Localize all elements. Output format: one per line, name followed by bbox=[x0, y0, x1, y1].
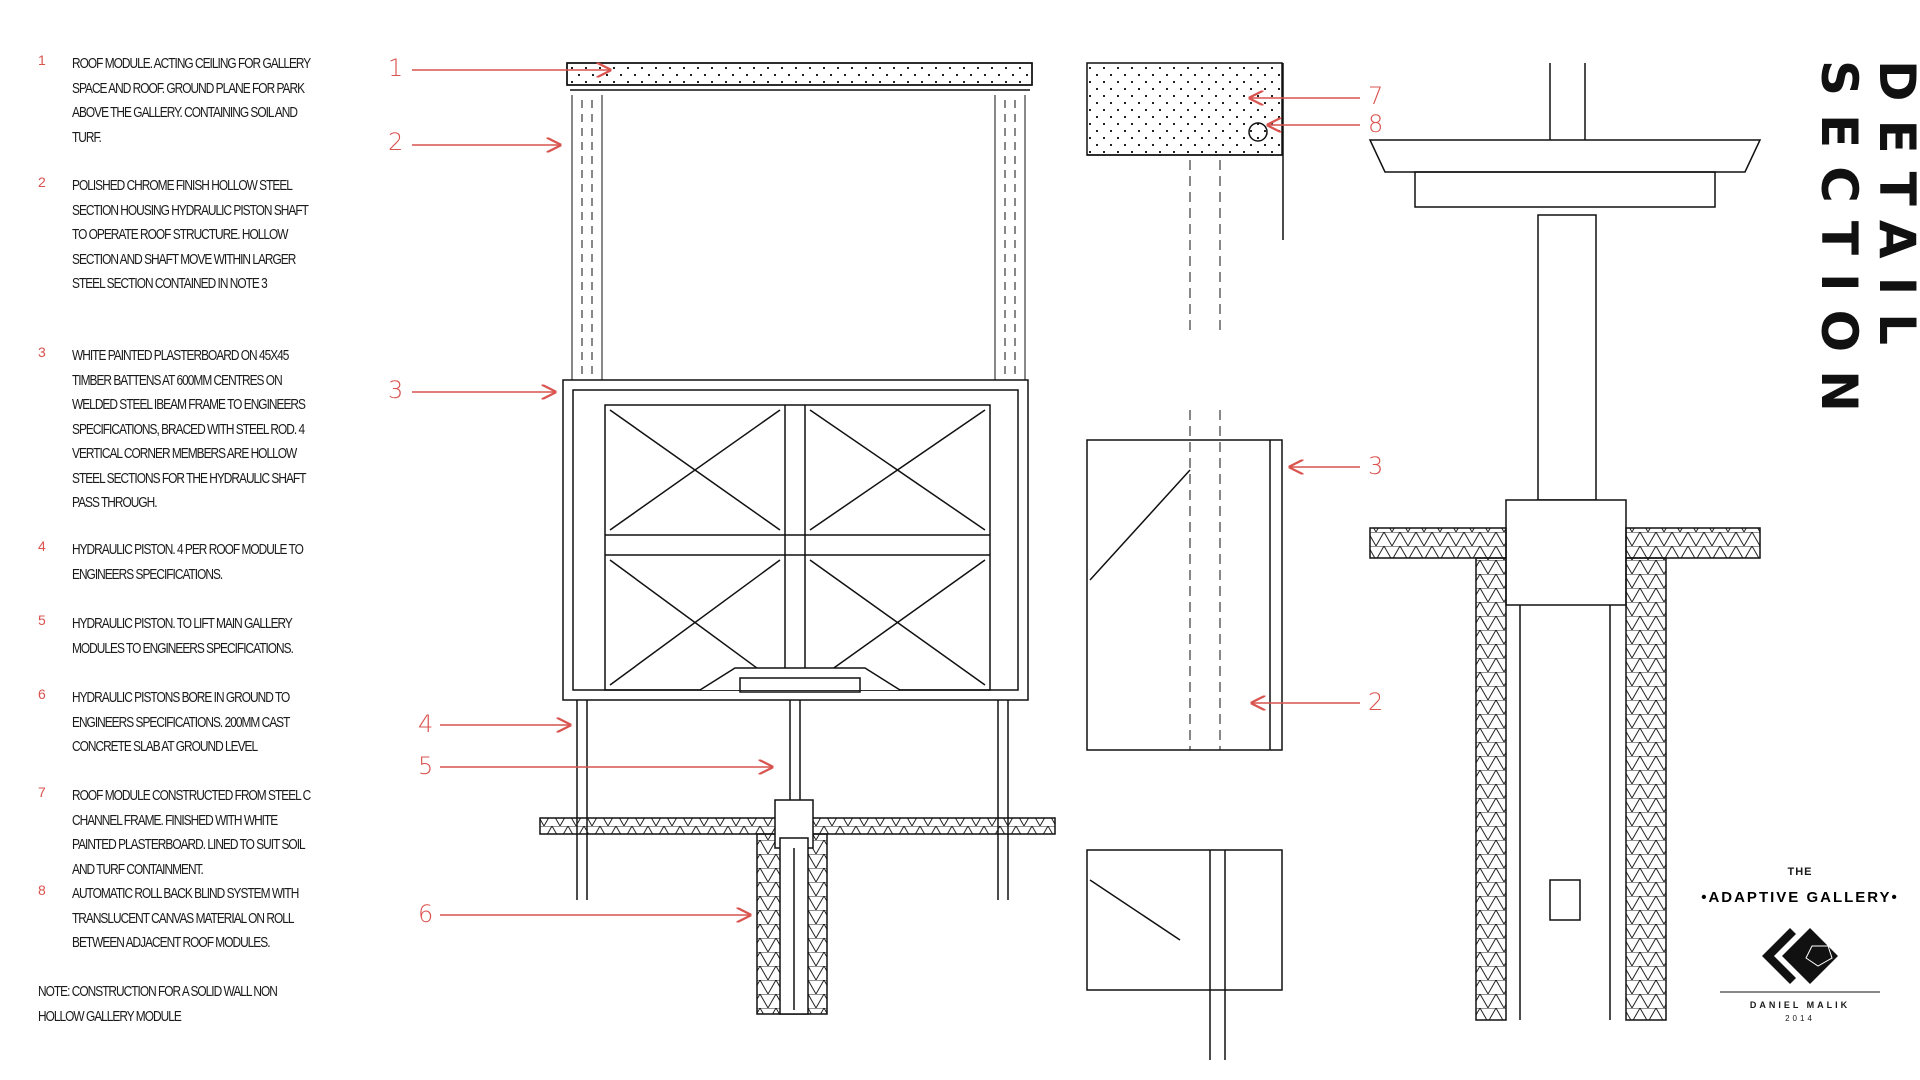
note-number: 8 bbox=[38, 882, 46, 898]
logo-chevron-icon bbox=[1762, 928, 1796, 984]
construction-note: NOTE: CONSTRUCTION FOR A SOLID WALL NON … bbox=[38, 984, 278, 1025]
page-title: DETAIL SECTION bbox=[1810, 60, 1920, 520]
logo-author: DANIEL MALIK bbox=[1749, 1000, 1851, 1010]
note-text: HYDRAULIC PISTONS BORE IN GROUND TO ENGI… bbox=[72, 690, 290, 755]
note-item: 2 POLISHED CHROME FINISH HOLLOW STEEL SE… bbox=[30, 174, 330, 318]
callout-label: 5 bbox=[418, 752, 434, 780]
hollow-steel-columns bbox=[571, 95, 1026, 380]
callout-label: 1 bbox=[388, 54, 404, 82]
note-number: 2 bbox=[38, 174, 46, 190]
logo-year: 2014 bbox=[1785, 1014, 1815, 1023]
note-item: 4 HYDRAULIC PISTON. 4 PER ROOF MODULE TO… bbox=[30, 538, 330, 586]
callout-label: 3 bbox=[388, 376, 404, 404]
callout-arrows bbox=[412, 70, 1360, 915]
callout-label: 3 bbox=[1368, 452, 1384, 480]
title-text: DETAIL SECTION bbox=[1810, 60, 1920, 430]
note-text: AUTOMATIC ROLL BACK BLIND SYSTEM WITH TR… bbox=[72, 886, 299, 951]
note-text: ROOF MODULE CONSTRUCTED FROM STEEL C CHA… bbox=[72, 788, 311, 878]
note-item: 7 ROOF MODULE CONSTRUCTED FROM STEEL C C… bbox=[30, 784, 330, 878]
note-text: HYDRAULIC PISTON. TO LIFT MAIN GALLERY M… bbox=[72, 616, 294, 657]
note-text: POLISHED CHROME FINISH HOLLOW STEEL SECT… bbox=[72, 178, 309, 292]
note-item: 8 AUTOMATIC ROLL BACK BLIND SYSTEM WITH … bbox=[30, 882, 330, 954]
gallery-module-frame bbox=[562, 379, 1029, 701]
note-number: 4 bbox=[38, 538, 46, 554]
callout-label: 4 bbox=[418, 710, 434, 738]
note-text: ROOF MODULE. ACTING CEILING FOR GALLERY … bbox=[72, 56, 311, 146]
logo-mark-icon: •ADAPTIVE GALLERY• bbox=[1701, 889, 1899, 993]
logo: THE •ADAPTIVE GALLERY• DANIEL MALIK 2014 bbox=[1700, 866, 1900, 1026]
upper-detail-view bbox=[1086, 62, 1284, 330]
note-number: 5 bbox=[38, 612, 46, 628]
logo-name: •ADAPTIVE GALLERY• bbox=[1701, 889, 1899, 906]
callout-label: 8 bbox=[1368, 110, 1384, 138]
note-item: 6 HYDRAULIC PISTONS BORE IN GROUND TO EN… bbox=[30, 686, 330, 758]
callout-label: 2 bbox=[388, 128, 404, 156]
note-number: 7 bbox=[38, 784, 46, 800]
right-section-view bbox=[1368, 63, 1762, 1021]
note-item: 5 HYDRAULIC PISTON. TO LIFT MAIN GALLERY… bbox=[30, 612, 330, 660]
middle-detail-view bbox=[1086, 410, 1283, 751]
main-section-view bbox=[539, 62, 1056, 1015]
note-number: 6 bbox=[38, 686, 46, 702]
lower-detail-view bbox=[1086, 849, 1283, 1060]
logo-diamond-icon bbox=[1782, 928, 1838, 984]
note-text: WHITE PAINTED PLASTERBOARD ON 45X45 TIMB… bbox=[72, 348, 306, 511]
note-item: 1 ROOF MODULE. ACTING CEILING FOR GALLER… bbox=[30, 52, 330, 148]
callout-label: 7 bbox=[1368, 82, 1384, 110]
note-number: 3 bbox=[38, 344, 46, 360]
roof-module bbox=[566, 62, 1033, 86]
callout-label: 2 bbox=[1368, 688, 1384, 716]
logo-the: THE bbox=[1787, 866, 1813, 878]
notes-list: 1 ROOF MODULE. ACTING CEILING FOR GALLER… bbox=[30, 52, 330, 1029]
note-number: 1 bbox=[38, 52, 46, 68]
note-text: HYDRAULIC PISTON. 4 PER ROOF MODULE TO E… bbox=[72, 542, 304, 583]
callout-label: 6 bbox=[418, 900, 434, 928]
logo-wireframe-icon bbox=[1805, 945, 1833, 967]
note-item: 3 WHITE PAINTED PLASTERBOARD ON 45X45 TI… bbox=[30, 344, 330, 512]
